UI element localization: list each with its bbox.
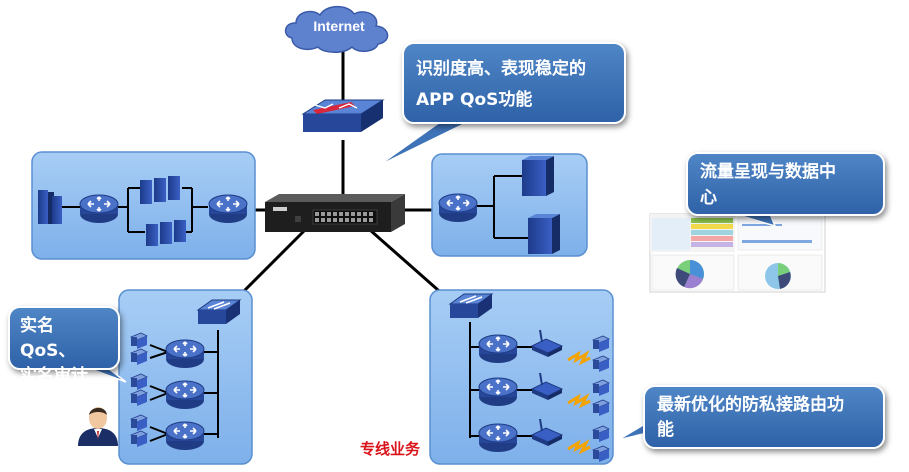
callout-realname-qos: 实名QoS、 实名审计 (8, 306, 120, 386)
core-gateway-icon (265, 194, 405, 232)
callout-traffic-line1: 流量呈现与数据中 (700, 162, 836, 182)
callout-anti-private-routing: 最新优化的防私接路由功 能 (643, 385, 885, 449)
callout-realname-line1: 实名QoS、 (20, 316, 76, 361)
callout-app-qos: 识别度高、表现稳定的 APP QoS功能 (402, 42, 626, 124)
router-icon (165, 421, 205, 451)
server-icon (522, 156, 554, 196)
callout-app-qos-line1: 识别度高、表现稳定的 (416, 59, 586, 79)
server-rack-icon (38, 190, 62, 224)
callout-traffic-data-center: 流量呈现与数据中 心 (686, 152, 885, 216)
router-icon (438, 193, 478, 223)
callout-traffic-line2: 心 (700, 188, 717, 208)
router-icon (165, 339, 205, 369)
callout-route-line2: 能 (657, 420, 674, 440)
internet-cloud: Internet (284, 5, 389, 53)
zone-top-right (431, 153, 588, 257)
callout-route-line1: 最新优化的防私接路由功 (657, 395, 844, 415)
callout-app-qos-line2: APP QoS功能 (416, 90, 533, 110)
firewall-icon (301, 99, 385, 132)
server-cluster-icon (140, 176, 186, 246)
zone-top-left (31, 151, 256, 260)
callout-realname-line2: 实名审计 (20, 366, 88, 386)
router-icon (478, 377, 518, 407)
zone-bottom-right (429, 289, 614, 465)
user-avatar-icon (78, 407, 118, 446)
router-icon (79, 194, 119, 224)
server-icon (528, 214, 560, 254)
router-icon (478, 334, 518, 364)
zone-bottom-left (118, 289, 253, 465)
router-icon (478, 423, 518, 453)
internet-label: Internet (313, 18, 365, 34)
dashboard-thumbnail (649, 213, 826, 293)
dedicated-line-caption: 专线业务 (360, 440, 421, 458)
router-icon (165, 380, 205, 410)
router-icon (208, 194, 248, 224)
